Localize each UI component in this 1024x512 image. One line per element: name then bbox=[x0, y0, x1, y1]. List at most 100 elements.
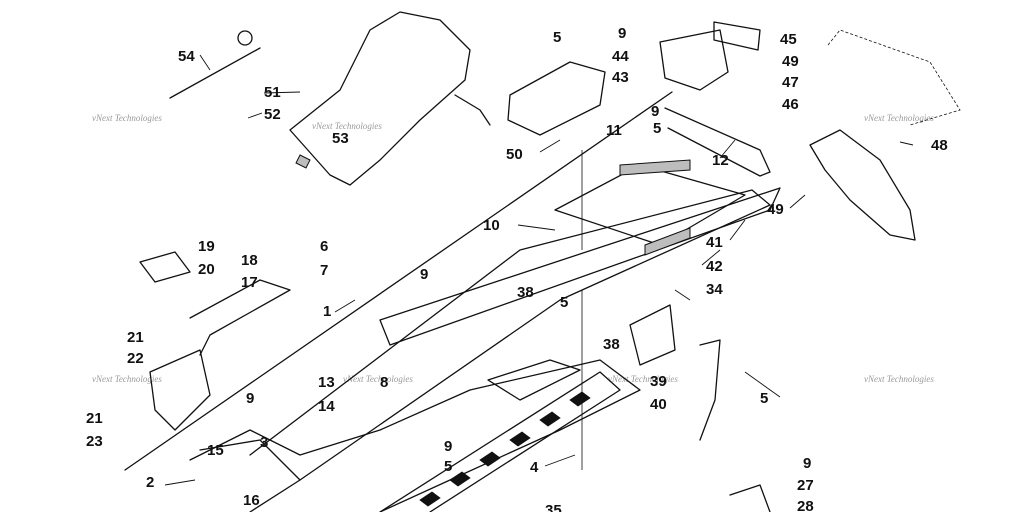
callout-9: 9 bbox=[420, 266, 428, 283]
callout-50: 50 bbox=[506, 146, 523, 163]
right-parts bbox=[629, 304, 721, 441]
callout-9: 9 bbox=[246, 390, 254, 407]
callout-5: 5 bbox=[444, 458, 452, 475]
cover bbox=[629, 304, 676, 366]
leader-line bbox=[729, 219, 746, 241]
watermark: vNext Technologies bbox=[608, 374, 678, 384]
watermarks: vNext Technologies vNext Technologies vN… bbox=[92, 113, 934, 384]
seat-assembly bbox=[289, 11, 491, 186]
callout-15: 15 bbox=[207, 442, 224, 459]
leader-line bbox=[719, 139, 736, 159]
snow-flap bbox=[809, 129, 916, 241]
front-bracket bbox=[199, 439, 301, 512]
callout-23: 23 bbox=[86, 433, 103, 450]
callout-38: 38 bbox=[603, 336, 620, 353]
pump-gauge bbox=[237, 30, 253, 46]
callouts: 1 2 3 4 5 5 5 5 5 6 7 8 9 9 9 9 9 9 10 1… bbox=[86, 25, 948, 512]
leader-line bbox=[539, 139, 561, 153]
callout-49: 49 bbox=[767, 201, 784, 218]
callout-38: 38 bbox=[517, 284, 534, 301]
callout-44: 44 bbox=[612, 48, 629, 65]
rear-bumper bbox=[827, 29, 961, 126]
callout-34: 34 bbox=[706, 281, 723, 298]
callout-48: 48 bbox=[931, 137, 948, 154]
callout-16: 16 bbox=[243, 492, 260, 509]
callout-5: 5 bbox=[653, 120, 661, 137]
watermark: vNext Technologies bbox=[343, 374, 413, 384]
callout-13: 13 bbox=[318, 374, 335, 391]
side-decal bbox=[644, 227, 691, 256]
leader-line bbox=[744, 371, 781, 398]
callout-51: 51 bbox=[264, 84, 281, 101]
tunnel-assembly bbox=[124, 91, 781, 512]
rear-bracket-lower bbox=[729, 484, 771, 512]
grab-handle bbox=[189, 279, 291, 356]
callout-21: 21 bbox=[86, 410, 103, 427]
callout-54: 54 bbox=[178, 48, 195, 65]
callout-22: 22 bbox=[127, 350, 144, 367]
watermark: vNext Technologies bbox=[864, 374, 934, 384]
running-board-outline bbox=[379, 371, 621, 512]
leader-line bbox=[701, 249, 721, 266]
callout-35: 35 bbox=[545, 502, 562, 512]
callout-14: 14 bbox=[318, 398, 335, 415]
cushion bbox=[507, 61, 606, 136]
running-board bbox=[379, 359, 621, 512]
callout-5: 5 bbox=[560, 294, 568, 311]
pump-body bbox=[169, 47, 261, 99]
logo-decal bbox=[619, 159, 691, 176]
callout-10: 10 bbox=[483, 217, 500, 234]
watermark: vNext Technologies bbox=[864, 113, 934, 123]
leader-line bbox=[544, 454, 576, 467]
left-parts bbox=[139, 251, 291, 431]
tunnel-lower-rail bbox=[189, 359, 641, 512]
tunnel-plate bbox=[554, 164, 746, 246]
callout-47: 47 bbox=[782, 74, 799, 91]
leader-line bbox=[199, 54, 211, 71]
callout-40: 40 bbox=[650, 396, 667, 413]
callout-27: 27 bbox=[797, 477, 814, 494]
leader-line bbox=[899, 141, 914, 146]
tunnel-outline bbox=[124, 91, 673, 471]
hinge-bracket bbox=[659, 21, 761, 91]
leader-line bbox=[517, 224, 556, 231]
callout-39: 39 bbox=[650, 373, 667, 390]
leader-line bbox=[334, 299, 356, 313]
callout-9: 9 bbox=[444, 438, 452, 455]
callout-42: 42 bbox=[706, 258, 723, 275]
left-bracket bbox=[149, 349, 211, 431]
leader-line bbox=[263, 91, 301, 94]
callout-20: 20 bbox=[198, 261, 215, 278]
rear-bracket bbox=[664, 107, 771, 177]
callout-9: 9 bbox=[618, 25, 626, 42]
callout-11: 11 bbox=[606, 122, 622, 139]
callout-41: 41 bbox=[706, 234, 723, 251]
callout-5: 5 bbox=[760, 390, 768, 407]
bracket bbox=[659, 29, 729, 91]
callout-28: 28 bbox=[797, 498, 814, 512]
callout-53: 53 bbox=[332, 130, 349, 147]
callout-52: 52 bbox=[264, 106, 281, 123]
callout-2: 2 bbox=[146, 474, 154, 491]
watermark: vNext Technologies bbox=[92, 113, 162, 123]
callout-19: 19 bbox=[198, 238, 215, 255]
tunnel-edge bbox=[249, 189, 771, 481]
leader-lines bbox=[164, 54, 914, 486]
callout-7: 7 bbox=[320, 262, 328, 279]
seat-strap bbox=[454, 94, 491, 126]
rear-grab bbox=[699, 339, 721, 441]
callout-45: 45 bbox=[780, 31, 797, 48]
callout-9: 9 bbox=[651, 103, 659, 120]
callout-12: 12 bbox=[712, 152, 729, 169]
callout-6: 6 bbox=[320, 238, 328, 255]
leader-line bbox=[789, 194, 806, 209]
callout-1: 1 bbox=[323, 303, 331, 320]
callout-18: 18 bbox=[241, 252, 258, 269]
flap bbox=[809, 129, 916, 241]
small-cover bbox=[139, 251, 191, 283]
leader-line bbox=[674, 289, 691, 301]
pump bbox=[169, 30, 261, 99]
seat-mount bbox=[295, 154, 311, 169]
